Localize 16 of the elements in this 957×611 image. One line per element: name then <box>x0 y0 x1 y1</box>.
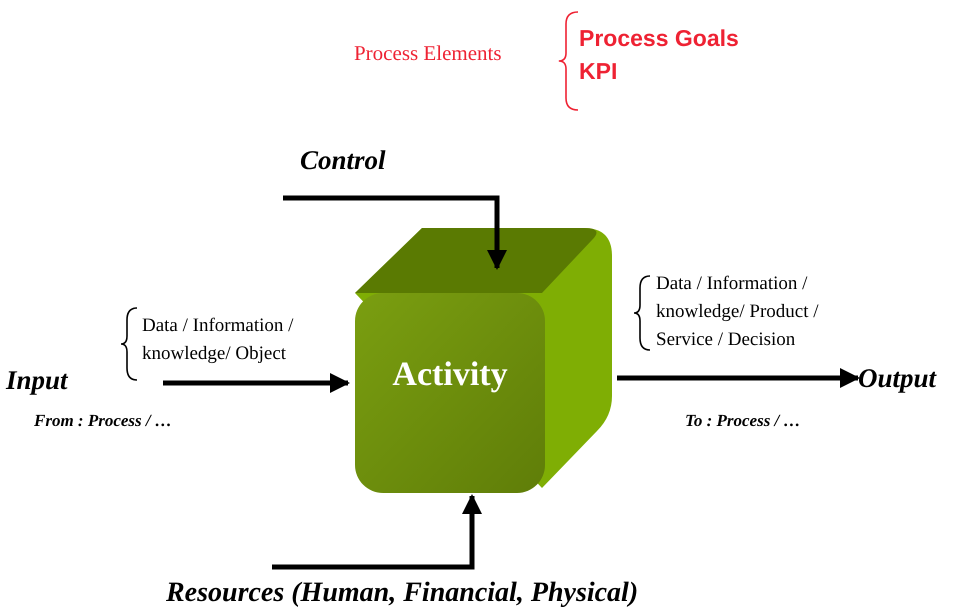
element-label: Process Goals <box>579 25 740 52</box>
arrow <box>163 373 350 393</box>
flow-label: Input <box>6 364 68 397</box>
source-note: From : Process / … <box>34 411 172 431</box>
data-note: Data / Information / knowledge/ Object <box>142 314 294 366</box>
flow-label: Output <box>858 362 936 395</box>
flow-label: Control <box>300 144 386 177</box>
arrow <box>617 368 860 388</box>
flow-label: Resources (Human, Financial, Physical) <box>166 576 638 610</box>
arrow <box>272 494 482 570</box>
arrow <box>283 196 507 270</box>
activity-label: Activity <box>391 356 509 394</box>
data-note: Data / Information / knowledge/ Product / Service / Decision <box>656 272 820 352</box>
source-note: To : Process / … <box>685 411 801 431</box>
element-label: Process Elements <box>354 40 503 67</box>
element-label: KPI <box>579 58 618 85</box>
